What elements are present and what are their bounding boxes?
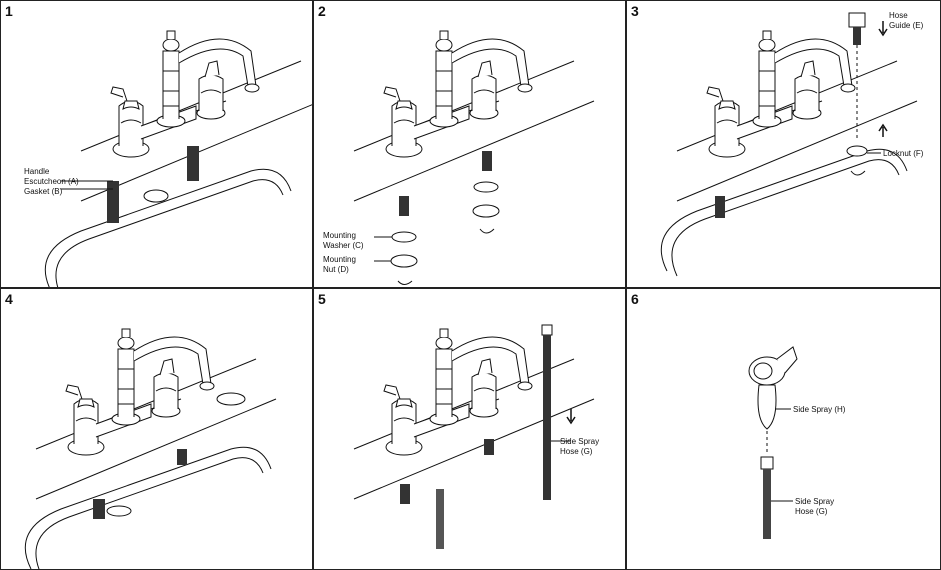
side-spray-label: Side Spray (H)	[793, 405, 846, 414]
nut-label-line2: Nut (D)	[323, 265, 349, 274]
step-panel-2: 2 Mounting Washer (C) Mounting Nut (D)	[313, 0, 626, 288]
hose-label-line2: Hose (G)	[795, 507, 828, 516]
step-panel-1: 1 Handle Escutcheon (A) Gasket (B)	[0, 0, 313, 288]
step-number: 6	[631, 291, 639, 307]
locknut-label: Locknut (F)	[883, 149, 924, 158]
step-number: 3	[631, 3, 639, 19]
faucet-illustration	[24, 328, 277, 569]
faucet-illustration	[44, 30, 312, 287]
escutcheon-label: Escutcheon (A)	[24, 177, 79, 186]
step-panel-3: 3 Hose Guide (E) Locknut (F)	[626, 0, 941, 288]
nut-label-line1: Mounting	[323, 255, 356, 264]
handle-label: Handle	[24, 167, 50, 176]
faucet-illustration	[660, 12, 918, 277]
step-number: 5	[318, 291, 326, 307]
faucet-illustration	[353, 324, 595, 549]
hose-label-line1: Side Spray	[795, 497, 835, 506]
step-number: 4	[5, 291, 13, 307]
washer-label-line1: Mounting	[323, 231, 356, 240]
faucet-illustration	[353, 30, 595, 285]
gasket-label: Gasket (B)	[24, 187, 63, 196]
washer-label-line2: Washer (C)	[323, 241, 364, 250]
side-spray-illustration	[748, 346, 798, 539]
hose-label-line2: Hose (G)	[560, 447, 593, 456]
step-panel-6: 6 Side Spray (H) Side Spray Hose (G)	[626, 288, 941, 570]
hose-guide-label-line1: Hose	[889, 11, 908, 20]
step-panel-4: 4	[0, 288, 313, 570]
hose-label-line1: Side Spray	[560, 437, 600, 446]
step-number: 1	[5, 3, 13, 19]
step-panel-5: 5 Side Spray Hose (G)	[313, 288, 626, 570]
step-number: 2	[318, 3, 326, 19]
hose-guide-label-line2: Guide (E)	[889, 21, 924, 30]
